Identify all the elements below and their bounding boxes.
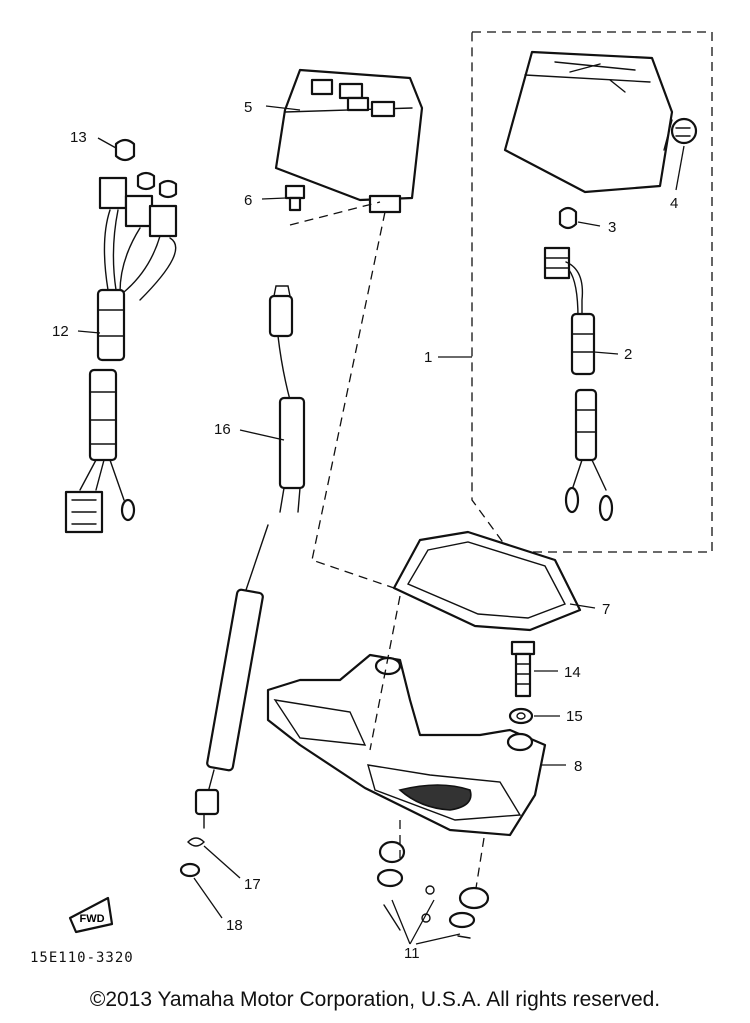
fwd-label: FWD <box>79 913 104 925</box>
bulb-part-13 <box>114 138 178 199</box>
screw-part-6 <box>284 184 306 212</box>
bulb-part-3 <box>558 206 578 230</box>
callout-1: 1 <box>424 349 432 366</box>
o-ring-part-18 <box>179 862 201 878</box>
diagram-code: 15E110-3320 <box>30 950 134 966</box>
meter-assembly-part-4 <box>503 50 698 194</box>
socket-cord-part-12 <box>64 176 178 534</box>
socket-cord-part-2 <box>543 246 614 522</box>
copyright-notice: ©2013 Yamaha Motor Corporation, U.S.A. A… <box>89 988 661 1011</box>
callout-18: 18 <box>226 917 243 934</box>
assembly-group-box <box>471 31 713 553</box>
callout-6: 6 <box>244 192 252 209</box>
callout-15: 15 <box>566 708 583 725</box>
bracket-part-8 <box>266 653 547 837</box>
callout-2: 2 <box>624 346 632 363</box>
bolt-part-14 <box>510 640 536 698</box>
callout-16: 16 <box>214 421 231 438</box>
meter-gasket-part-7 <box>392 530 582 632</box>
callout-3: 3 <box>608 219 616 236</box>
callout-13: 13 <box>70 129 87 146</box>
callout-11: 11 <box>404 945 420 962</box>
meter-housing-part-5 <box>274 68 424 214</box>
callout-5: 5 <box>244 99 252 116</box>
callout-4: 4 <box>670 195 678 212</box>
fwd-arrow-marker: FWD <box>68 896 114 934</box>
washer-part-15 <box>508 707 534 725</box>
meter-cable-part-16 <box>194 285 306 829</box>
grommets-part-11 <box>376 840 490 939</box>
clip-part-17 <box>187 837 205 847</box>
callout-7: 7 <box>602 601 610 618</box>
callout-8: 8 <box>574 758 582 775</box>
callout-14: 14 <box>564 664 581 681</box>
callout-12: 12 <box>52 323 69 340</box>
callout-17: 17 <box>244 876 261 893</box>
